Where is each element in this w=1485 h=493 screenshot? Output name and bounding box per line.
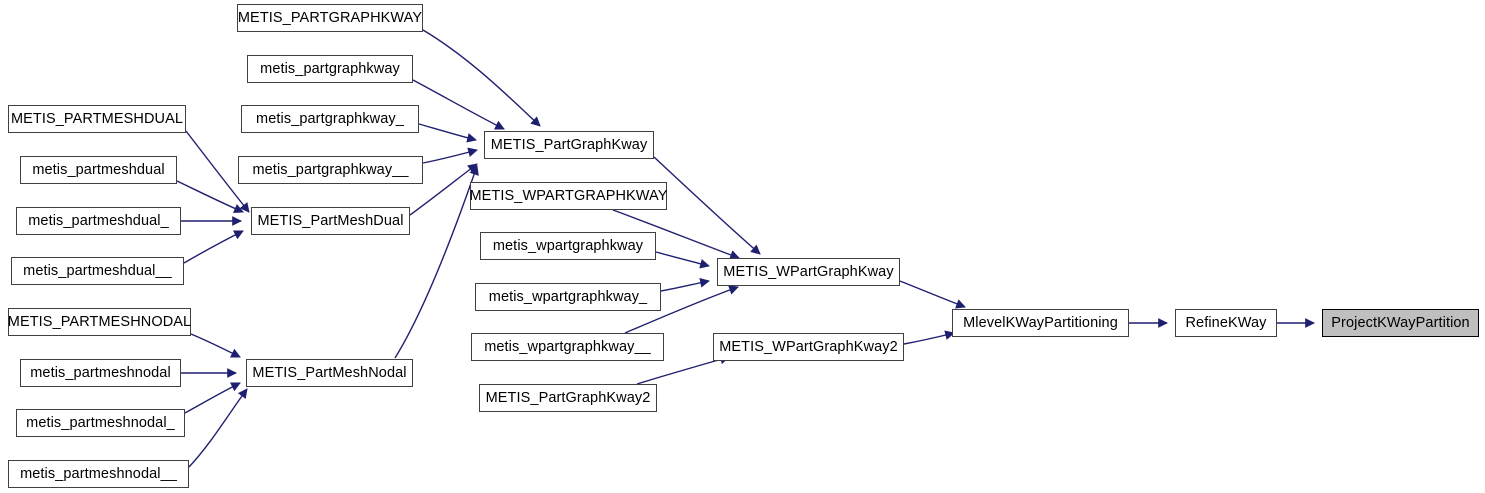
- graph-node-metis-partmeshnodal[interactable]: METIS_PartMeshNodal: [246, 359, 413, 387]
- graph-node-label: METIS_PARTMESHDUAL: [10, 110, 184, 127]
- graph-node-label: ProjectKWayPartition: [1331, 314, 1470, 331]
- graph-node-label: RefineKWay: [1185, 314, 1267, 331]
- graph-node-metis-partgraphkway-[interactable]: metis_partgraphkway_: [241, 105, 419, 133]
- graph-node-metis-wpartgraphkway-[interactable]: metis_wpartgraphkway_: [475, 283, 661, 311]
- graph-node-label: metis_wpartgraphkway_: [488, 288, 648, 305]
- graph-node-metis-wpartgraphkway[interactable]: METIS_WPartGraphKway: [717, 258, 900, 286]
- graph-node-metis-partmeshdual--[interactable]: metis_partmeshdual__: [11, 257, 184, 285]
- graph-node-label: METIS_PartGraphKway: [490, 136, 648, 153]
- graph-edge: [190, 333, 241, 358]
- graph-node-label: METIS_PartMeshDual: [257, 212, 404, 229]
- graph-edge: [412, 79, 505, 130]
- graph-node-metis-partmeshnodal[interactable]: METIS_PARTMESHNODAL: [8, 308, 191, 336]
- graph-node-label: METIS_WPARTGRAPHKWAY: [469, 187, 668, 204]
- graph-edge: [183, 230, 244, 264]
- graph-edge: [653, 156, 761, 255]
- graph-edge: [188, 388, 248, 468]
- graph-node-metis-partmeshnodal[interactable]: metis_partmeshnodal: [20, 359, 181, 387]
- graph-edge: [422, 147, 478, 164]
- graph-node-label: METIS_WPartGraphKway2: [719, 338, 898, 355]
- graph-node-label: metis_partgraphkway_: [256, 110, 404, 127]
- graph-node-label: metis_partmeshnodal_: [26, 414, 175, 431]
- graph-node-metis-partgraphkway[interactable]: METIS_PartGraphKway: [484, 131, 654, 159]
- graph-node-metis-partmeshdual[interactable]: METIS_PARTMESHDUAL: [8, 105, 186, 133]
- graph-edge: [418, 123, 477, 143]
- graph-node-label: metis_wpartgraphkway: [492, 237, 644, 254]
- graph-node-label: metis_partmeshdual: [32, 161, 165, 178]
- graph-node-refinekway[interactable]: RefineKWay: [1175, 309, 1277, 337]
- graph-edge: [636, 354, 730, 385]
- graph-edge: [899, 280, 966, 309]
- graph-node-projectkwaypartition[interactable]: ProjectKWayPartition: [1322, 309, 1479, 337]
- graph-edge: [660, 277, 710, 292]
- graph-node-metis-partgraphkway[interactable]: metis_partgraphkway: [247, 55, 413, 83]
- graph-node-label: metis_partmeshdual__: [23, 262, 172, 279]
- graph-node-metis-partgraphkway--[interactable]: metis_partgraphkway__: [238, 156, 423, 184]
- graph-node-label: metis_partmeshdual_: [28, 212, 169, 229]
- graph-node-label: METIS_WPartGraphKway: [723, 263, 894, 280]
- graph-edge: [903, 330, 955, 345]
- graph-node-label: metis_partmeshnodal__: [20, 465, 177, 482]
- graph-node-mlevelkwaypartitioning[interactable]: MlevelKWayPartitioning: [952, 309, 1129, 337]
- graph-node-label: METIS_PartMeshNodal: [252, 364, 407, 381]
- graph-node-metis-wpartgraphkway2[interactable]: METIS_WPartGraphKway2: [713, 333, 904, 361]
- graph-node-metis-partmeshdual[interactable]: metis_partmeshdual: [20, 156, 177, 184]
- graph-node-metis-wpartgraphkway[interactable]: metis_wpartgraphkway: [480, 232, 656, 260]
- graph-node-metis-partgraphkway2[interactable]: METIS_PartGraphKway2: [479, 384, 657, 412]
- graph-node-label: metis_partgraphkway__: [252, 161, 409, 178]
- graph-node-label: METIS_PARTGRAPHKWAY: [237, 9, 423, 26]
- graph-node-label: metis_partmeshnodal: [30, 364, 171, 381]
- graph-node-label: MlevelKWayPartitioning: [963, 314, 1118, 331]
- graph-node-label: METIS_PARTMESHNODAL: [7, 313, 192, 330]
- graph-node-metis-partmeshnodal--[interactable]: metis_partmeshnodal__: [8, 460, 189, 488]
- graph-node-metis-partmeshdual[interactable]: METIS_PartMeshDual: [251, 207, 410, 235]
- graph-edge: [184, 382, 241, 414]
- graph-node-label: metis_wpartgraphkway__: [484, 338, 651, 355]
- graph-node-metis-partgraphkway[interactable]: METIS_PARTGRAPHKWAY: [237, 4, 423, 32]
- graph-edge: [394, 165, 479, 359]
- graph-edge: [655, 251, 710, 269]
- graph-edge: [176, 180, 244, 214]
- graph-node-metis-partmeshdual-[interactable]: metis_partmeshdual_: [16, 207, 181, 235]
- graph-node-label: METIS_PartGraphKway2: [485, 389, 651, 406]
- graph-edge: [422, 29, 541, 127]
- graph-node-metis-partmeshnodal-[interactable]: metis_partmeshnodal_: [16, 409, 185, 437]
- graph-node-metis-wpartgraphkway--[interactable]: metis_wpartgraphkway__: [471, 333, 664, 361]
- graph-node-metis-wpartgraphkway[interactable]: METIS_WPARTGRAPHKWAY: [469, 182, 668, 210]
- graph-node-label: metis_partgraphkway: [260, 60, 400, 77]
